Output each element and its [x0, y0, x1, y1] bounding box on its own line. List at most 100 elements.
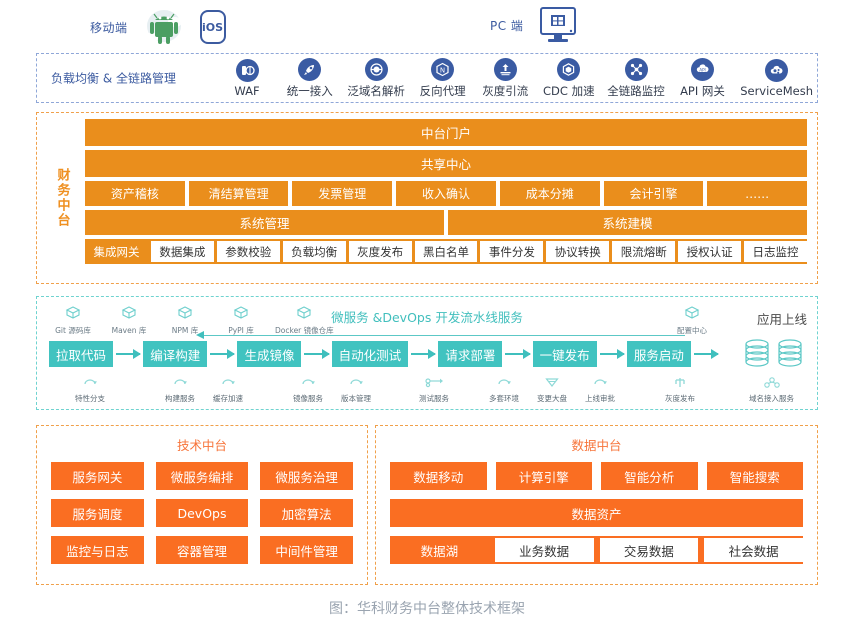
nginx-n-icon: N	[431, 57, 455, 81]
repo-item[interactable]: Git 源码库	[51, 305, 95, 336]
integration-cell[interactable]: 授权认证	[678, 241, 742, 262]
access-item-gray-traffic[interactable]: 灰度引流	[480, 57, 530, 99]
app-online-label: 应用上线	[756, 312, 807, 327]
access-item-waf[interactable]: WAF	[222, 58, 272, 98]
sub-service[interactable]: 测试服务	[419, 373, 449, 404]
capability-chip[interactable]: 资产稽核	[85, 181, 185, 206]
access-item-unified-access[interactable]: 统一接入	[285, 57, 335, 99]
sub-service[interactable]: 灰度发布	[665, 373, 695, 404]
data-tile[interactable]: 数据移动	[390, 462, 487, 490]
access-item-trace-monitor[interactable]: 全链路监控	[607, 57, 665, 99]
capability-chip[interactable]: 发票管理	[292, 181, 393, 206]
sub-service[interactable]: 上线审批	[585, 373, 615, 404]
pipeline-stage[interactable]: 拉取代码	[49, 341, 114, 367]
sub-service[interactable]: 缓存加速	[213, 373, 243, 404]
tech-tile[interactable]: 服务网关	[51, 462, 144, 490]
tech-tile[interactable]: 容器管理	[155, 536, 249, 564]
sub-service-label: 域名接入服务	[749, 394, 794, 403]
pipeline-stage[interactable]: 编译构建	[143, 341, 208, 367]
sub-service[interactable]: 域名接入服务	[749, 373, 794, 404]
devops-pipeline-section: 微服务 &DevOps 开发流水线服务 Git 源码库 Maven 库 NPM …	[36, 296, 818, 410]
data-lake-item[interactable]: 交易数据	[599, 538, 699, 562]
data-asset-bar[interactable]: 数据资产	[390, 499, 803, 527]
portal-bar[interactable]: 中台门户	[85, 119, 807, 146]
capability-chip[interactable]: 收入确认	[396, 181, 496, 206]
capability-chip[interactable]: 会计引擎	[603, 181, 704, 206]
rocket-icon	[298, 57, 322, 81]
repo-item[interactable]: Maven 库	[107, 305, 151, 336]
sub-service[interactable]: 变更大盘	[537, 373, 567, 404]
tech-tile[interactable]: 服务调度	[51, 499, 144, 527]
data-tile[interactable]: 计算引擎	[495, 462, 592, 490]
tech-tile[interactable]: 加密算法	[260, 499, 353, 527]
hexagon-cube-icon	[557, 57, 581, 81]
integration-cell[interactable]: 参数校验	[216, 241, 280, 262]
integration-cell[interactable]: 协议转换	[546, 241, 610, 262]
pipeline-stage[interactable]: 一键发布	[532, 341, 597, 367]
integration-cell[interactable]: 日志监控	[744, 241, 807, 262]
integration-cell[interactable]: 黑白名单	[414, 241, 478, 262]
capability-chip[interactable]: 清结算管理	[188, 181, 289, 206]
data-tile[interactable]: 智能搜索	[706, 462, 803, 490]
pipeline-stage-row: 拉取代码 编译构建 生成镜像 自动化测试 请求部署 一键发布 服务启动	[49, 341, 721, 367]
access-item-reverse-proxy[interactable]: N 反向代理	[418, 57, 468, 99]
client-row: 移动端 iOS	[0, 0, 854, 52]
sub-service-label: 版本管理	[341, 394, 371, 403]
sub-service[interactable]: 镜像服务	[293, 373, 323, 404]
tech-tile[interactable]: 微服务治理	[260, 462, 353, 490]
tech-tile[interactable]: 中间件管理	[260, 536, 353, 564]
finance-platform-vertical-label: 财务中台	[54, 168, 70, 228]
cube-icon	[684, 305, 700, 324]
integration-cell[interactable]: 数据集成	[150, 241, 214, 262]
system-management-bar[interactable]: 系统管理	[85, 210, 444, 235]
tech-tile[interactable]: 微服务编排	[155, 462, 249, 490]
data-tile[interactable]: 智能分析	[601, 462, 698, 490]
tech-tile[interactable]: 监控与日志	[51, 536, 144, 564]
refresh-icon	[173, 373, 187, 392]
pc-label: PC 端	[490, 18, 524, 33]
pipeline-stage[interactable]: 服务启动	[626, 341, 691, 367]
pipeline-stage[interactable]: 自动化测试	[331, 341, 409, 367]
dns-globe-icon	[364, 57, 388, 81]
pipeline-stage[interactable]: 生成镜像	[237, 341, 302, 367]
sub-service[interactable]: 多套环境	[489, 373, 519, 404]
repo-item[interactable]: PyPI 库	[219, 305, 263, 336]
repo-item[interactable]: Docker 镜像仓库	[275, 305, 334, 336]
repo-item[interactable]: NPM 库	[163, 305, 207, 336]
tech-platform-section: 技术中台 服务网关 微服务编排 微服务治理 服务调度 DevOps 加密算法 监…	[36, 425, 368, 585]
sub-service-label: 多套环境	[489, 394, 519, 403]
share-center-bar[interactable]: 共享中心	[85, 150, 807, 177]
tech-tile[interactable]: DevOps	[155, 499, 249, 527]
integration-cell[interactable]: 限流熔断	[612, 241, 676, 262]
system-modeling-bar[interactable]: 系统建模	[448, 210, 807, 235]
feedback-arrow	[196, 331, 685, 339]
capability-chip-more[interactable]: ……	[707, 181, 808, 206]
integration-cell[interactable]: 负载均衡	[282, 241, 346, 262]
sub-services-row: 特性分支 构建服务 缓存加速 镜像服务 版本管理 测试服务	[37, 373, 817, 403]
integration-cell[interactable]: 事件分发	[480, 241, 544, 262]
access-item-cdc[interactable]: CDC 加速	[543, 57, 595, 99]
stage-arrow-icon	[505, 350, 531, 358]
sub-service-label: 缓存加速	[213, 394, 243, 403]
sub-service-label: 特性分支	[75, 394, 105, 403]
mobile-client-group: 移动端 iOS	[90, 6, 226, 48]
data-lake-label[interactable]: 数据湖	[420, 543, 459, 559]
capability-chip[interactable]: 成本分摊	[499, 181, 600, 206]
access-item-dns[interactable]: 泛域名解析	[347, 57, 405, 99]
trace-nodes-icon	[624, 57, 648, 81]
integration-cell[interactable]: 灰度发布	[348, 241, 412, 262]
data-lake-item[interactable]: 业务数据	[494, 538, 594, 562]
access-item-service-mesh[interactable]: ServiceMesh	[740, 58, 813, 98]
link-icon	[425, 373, 443, 392]
database-cylinder-icon	[778, 339, 802, 367]
data-lake-item[interactable]: 社会数据	[704, 538, 803, 562]
sub-service[interactable]: 版本管理	[341, 373, 371, 404]
sub-service[interactable]: 特性分支	[75, 373, 105, 404]
access-layer-section: 负载均衡 & 全链路管理 WAF	[36, 53, 818, 103]
integration-gateway-cell[interactable]: 集成网关	[93, 244, 140, 259]
sub-service[interactable]: 构建服务	[165, 373, 195, 404]
access-item-api-gateway[interactable]: API API 网关	[678, 57, 728, 99]
pipeline-stage[interactable]: 请求部署	[438, 341, 503, 367]
config-center-item[interactable]: 配置中心	[677, 305, 707, 336]
pc-client-group: PC 端	[490, 6, 577, 44]
